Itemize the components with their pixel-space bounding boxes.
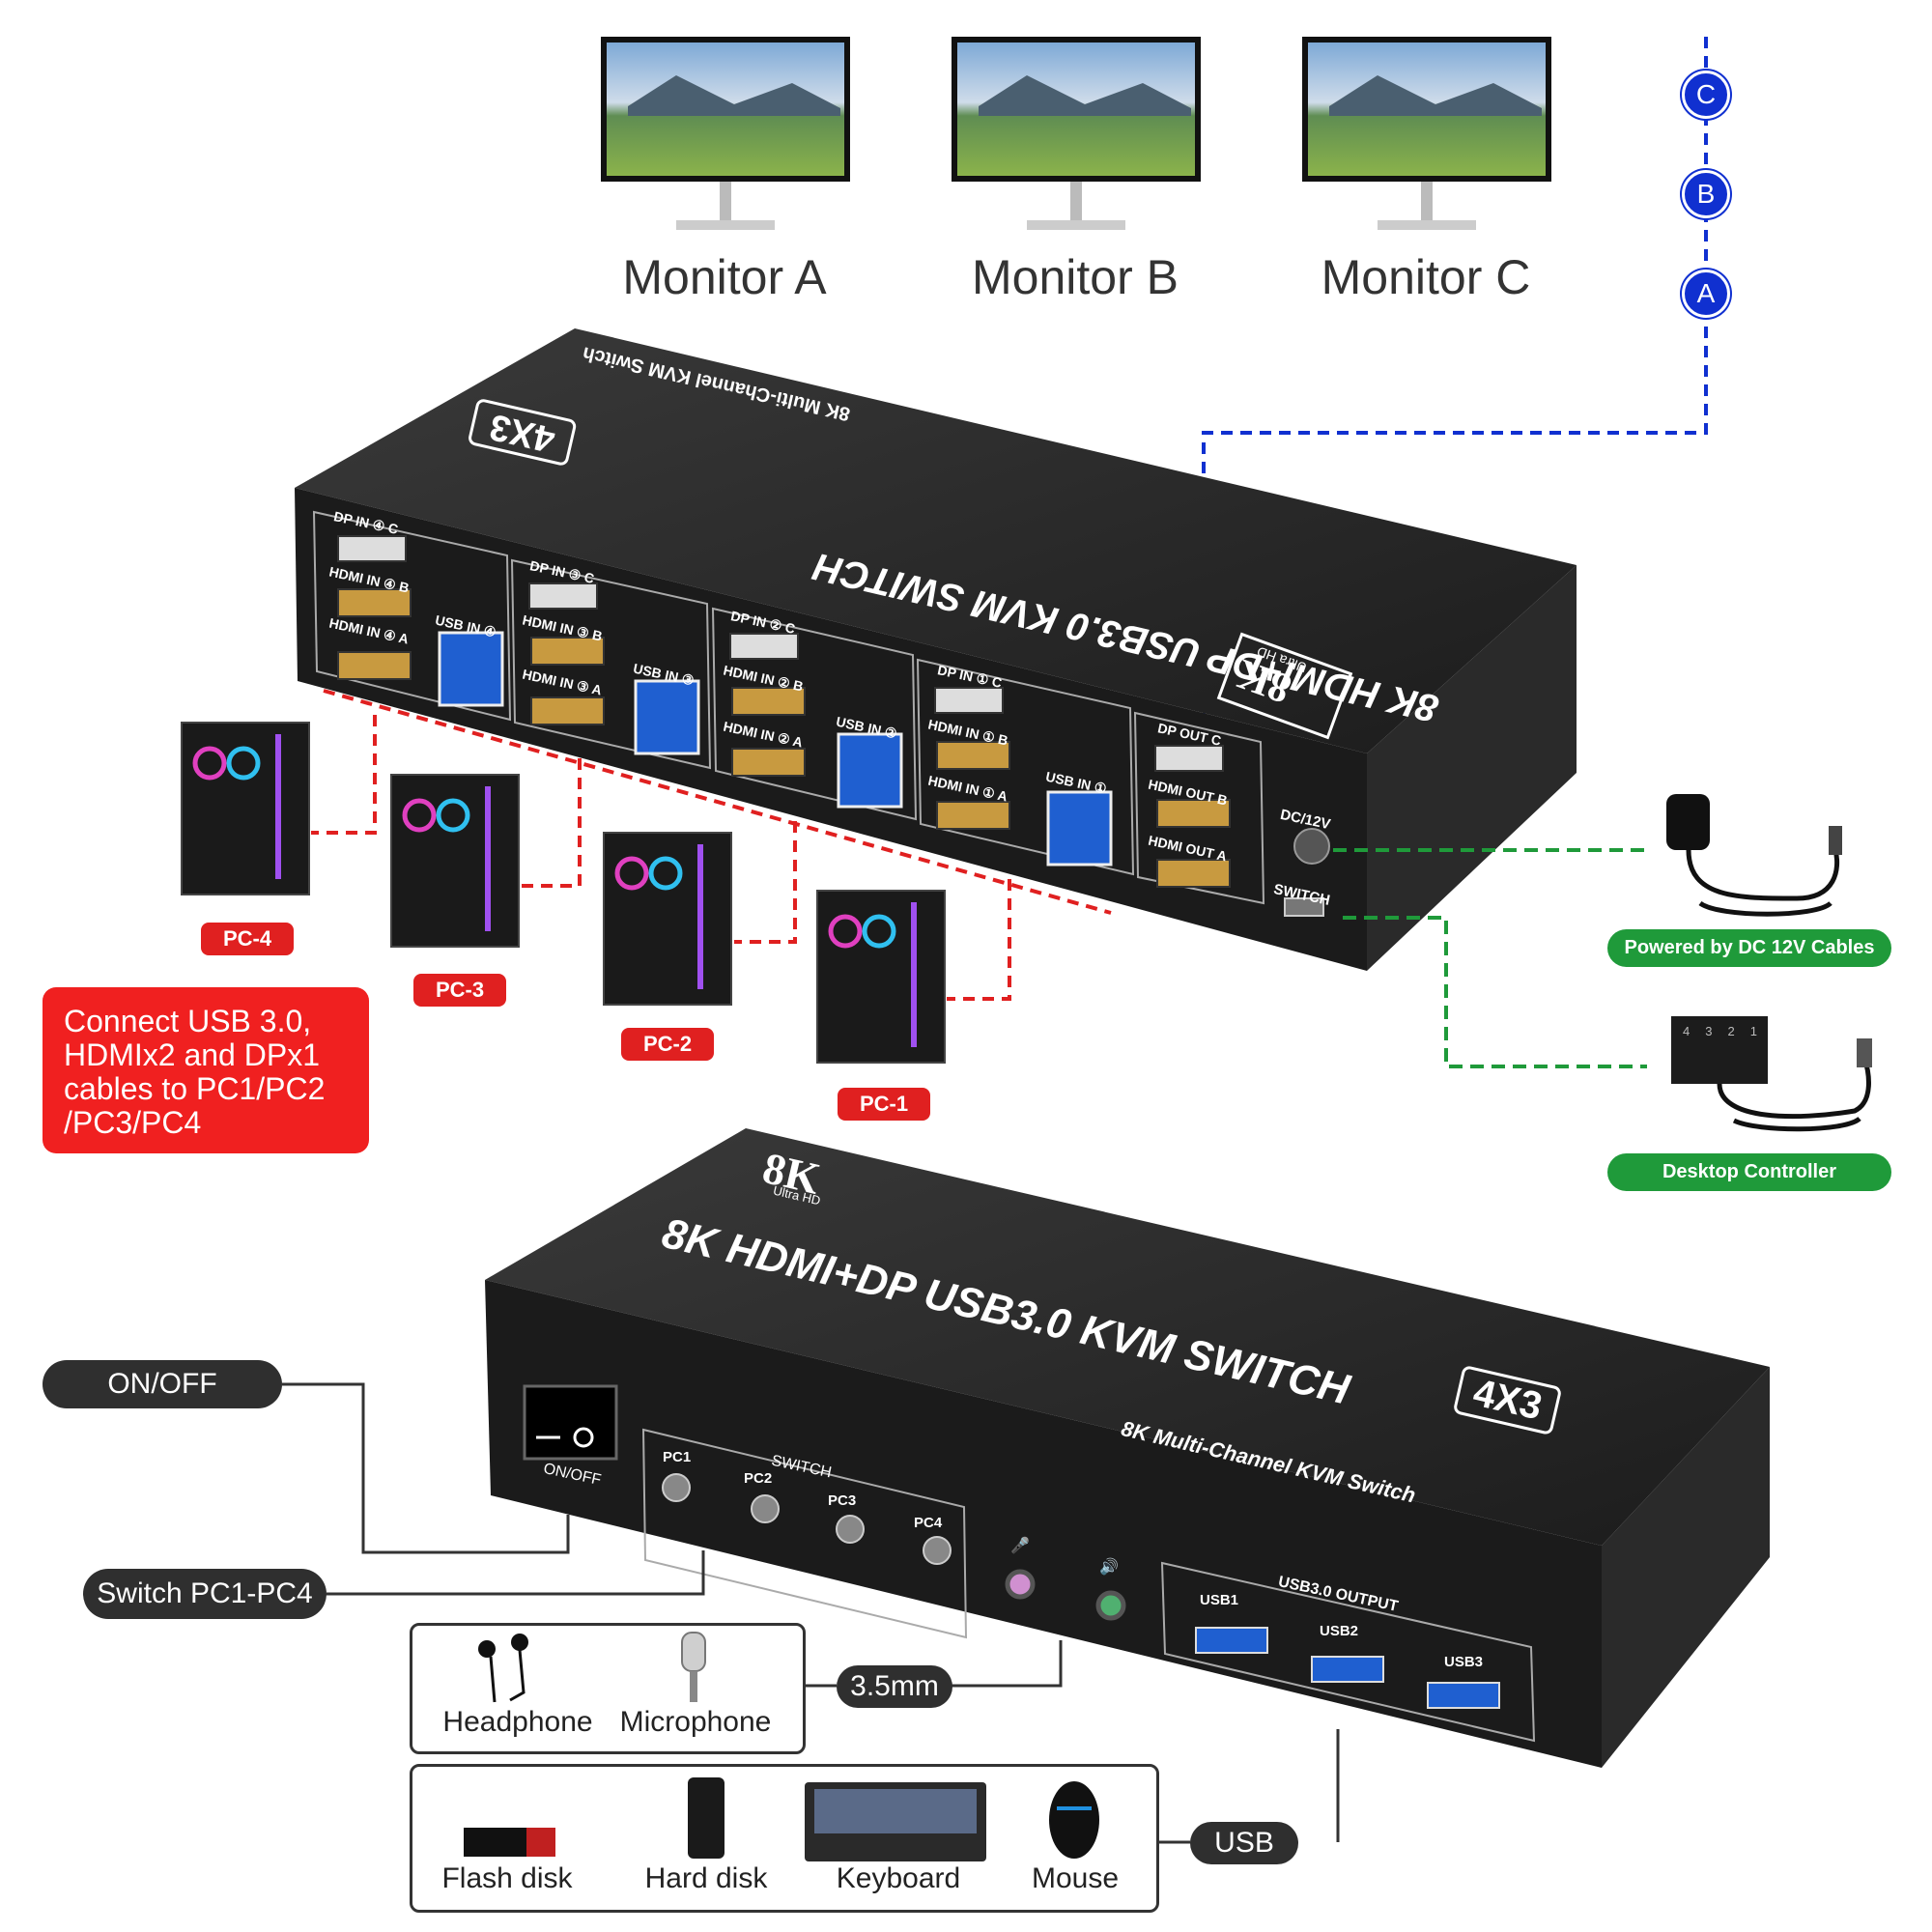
connect-note-line: HDMIx2 and DPx1 — [64, 1037, 320, 1072]
pc-2-tag: PC-2 — [621, 1028, 714, 1061]
pc-3-tag: PC-3 — [413, 974, 506, 1007]
controller-label: Desktop Controller — [1607, 1153, 1891, 1191]
audio-callout: 3.5mm — [837, 1665, 952, 1708]
connect-note-line: /PC3/PC4 — [64, 1105, 202, 1140]
usb3-label: USB3 — [1444, 1654, 1484, 1670]
usb2-label: USB2 — [1320, 1623, 1359, 1639]
audio-accessories-box — [410, 1623, 806, 1754]
channel-c-marker: C — [1682, 71, 1730, 119]
connect-note-line: cables to PC1/PC2 — [64, 1071, 326, 1106]
connect-note-line: Connect USB 3.0, — [64, 1004, 312, 1038]
monitor-c-icon — [1302, 37, 1551, 230]
pc-1-tag: PC-1 — [838, 1088, 930, 1121]
usb1-label: USB1 — [1200, 1592, 1239, 1608]
controller-digit: 2 — [1727, 1024, 1750, 1038]
mic-icon: 🎤 — [1010, 1538, 1030, 1554]
pc-connection-lines — [311, 689, 1112, 1001]
microphone-label: Microphone — [619, 1706, 772, 1738]
pc3-button-label: PC3 — [828, 1492, 857, 1509]
front-kvm-device — [485, 1128, 1770, 1768]
controller-digits: 4321 — [1683, 1024, 1773, 1038]
power-label: Powered by DC 12V Cables — [1607, 929, 1891, 967]
pc-4-tag: PC-4 — [201, 923, 294, 955]
monitor-a-label: Monitor A — [622, 250, 827, 304]
monitor-b-icon — [952, 37, 1201, 230]
flash-disk-label: Flash disk — [441, 1862, 573, 1894]
accessory-lines — [1333, 848, 1652, 1068]
channel-b-marker: B — [1682, 170, 1730, 218]
controller-digit: 1 — [1749, 1024, 1773, 1038]
rear-kvm-device — [295, 328, 1577, 971]
channel-a-marker: A — [1682, 270, 1730, 318]
monitor-b-label: Monitor B — [972, 250, 1179, 304]
hard-disk-label: Hard disk — [644, 1862, 768, 1894]
controller-digit: 3 — [1705, 1024, 1728, 1038]
connect-note: Connect USB 3.0, HDMIx2 and DPx1 cables … — [43, 987, 369, 1153]
callout-lines — [282, 1382, 1340, 1844]
speaker-icon: 🔊 — [1099, 1559, 1119, 1576]
pc2-button-label: PC2 — [744, 1470, 773, 1487]
desktop-controller-icon — [1671, 1016, 1872, 1132]
switch-callout: Switch PC1-PC4 — [83, 1569, 327, 1619]
controller-digit: 4 — [1683, 1024, 1706, 1038]
monitor-a-icon — [601, 37, 850, 230]
pc1-button-label: PC1 — [663, 1449, 692, 1465]
pc-1-icon — [816, 890, 946, 1064]
pc-3-icon — [390, 774, 520, 948]
headphone-label: Headphone — [442, 1706, 593, 1738]
usb-callout: USB — [1190, 1822, 1298, 1864]
monitor-c-label: Monitor C — [1321, 250, 1531, 304]
onoff-callout: ON/OFF — [43, 1360, 282, 1408]
pc-4-icon — [181, 722, 310, 895]
keyboard-label: Keyboard — [836, 1862, 961, 1894]
power-adapter-icon — [1666, 794, 1842, 917]
pc-2-icon — [603, 832, 732, 1006]
pc4-button-label: PC4 — [914, 1515, 943, 1531]
mouse-label: Mouse — [1031, 1862, 1120, 1894]
